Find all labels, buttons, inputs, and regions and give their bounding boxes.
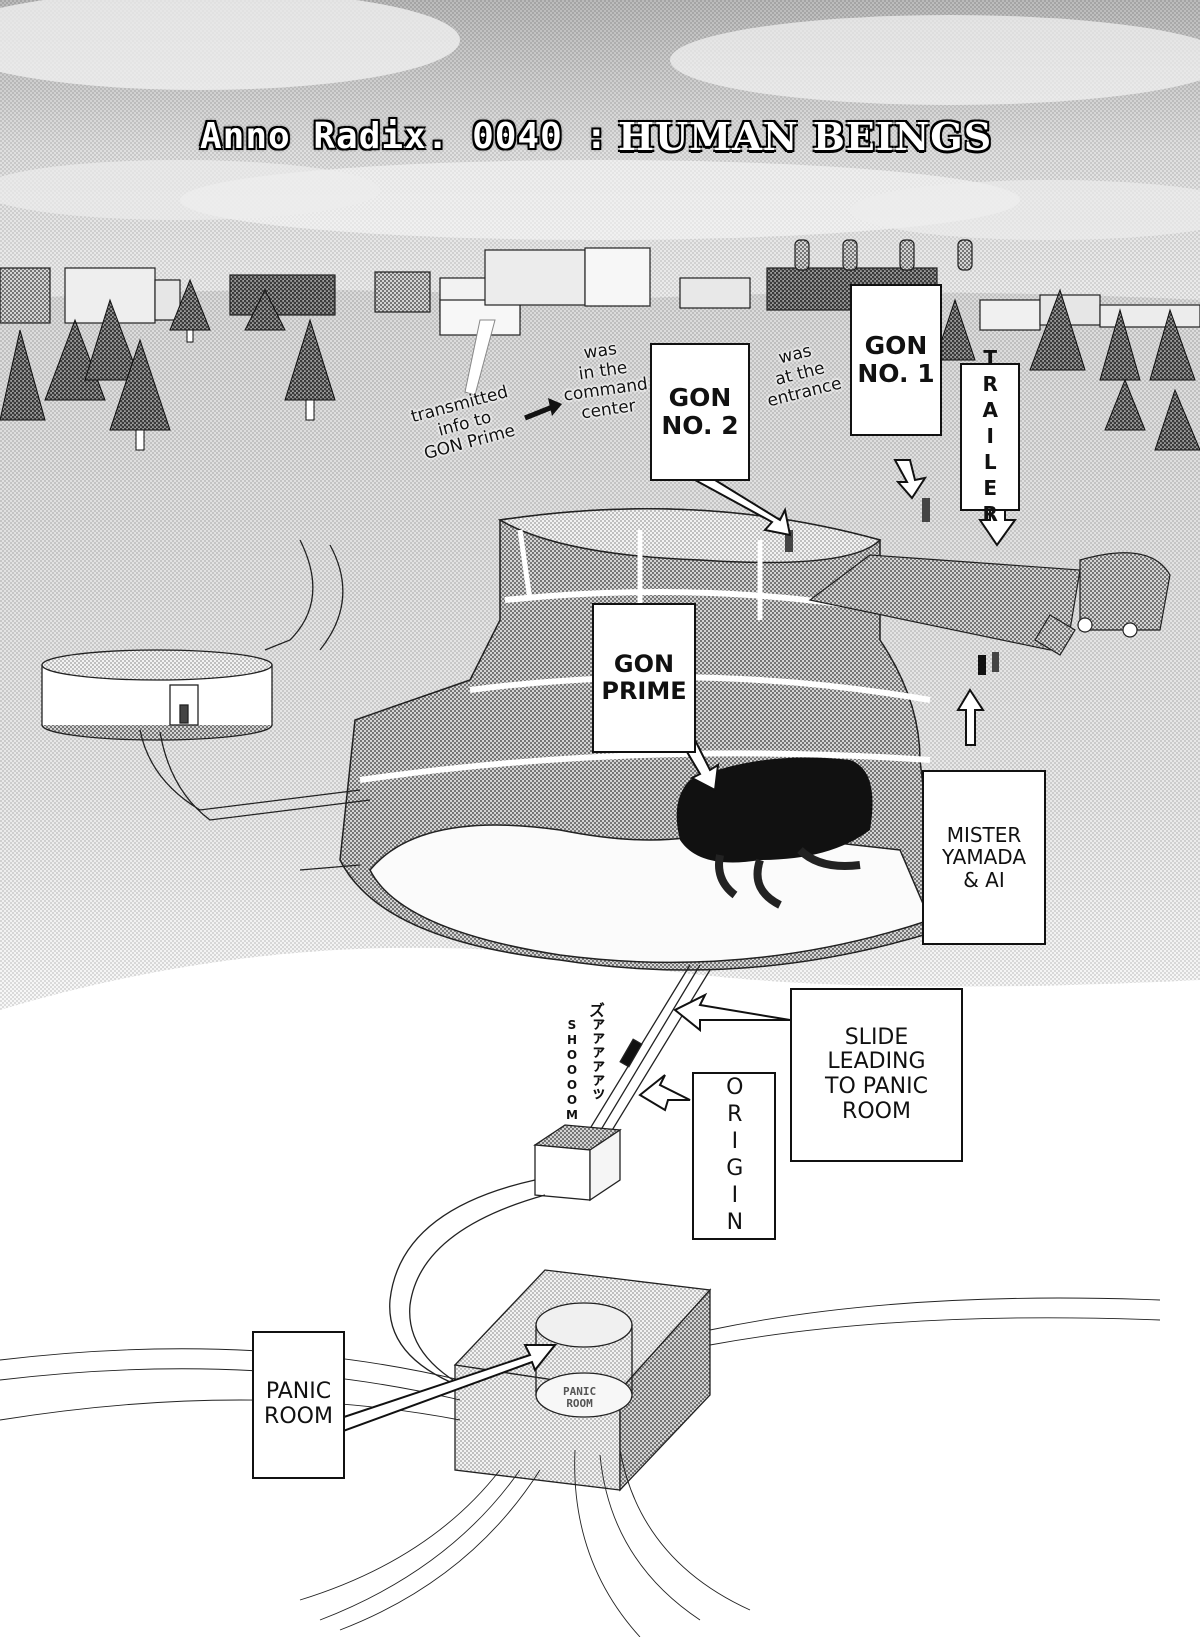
label-gon-no2-text: GON NO. 2	[661, 383, 739, 440]
label-panic-room: PANIC ROOM	[252, 1331, 345, 1479]
city-skyline	[0, 239, 1200, 336]
connector-tube	[299, 864, 361, 871]
label-slide-text: SLIDE LEADING TO PANIC ROOM	[825, 1024, 928, 1124]
slide-tube	[579, 964, 711, 1151]
label-trailer-text: TRAILER	[978, 346, 1003, 528]
sfx-japanese: ズァァァァァッ	[586, 1002, 605, 1100]
command-center-room	[41, 539, 371, 821]
trees	[0, 278, 1200, 451]
label-gon-prime: GON PRIME	[592, 603, 696, 753]
label-trailer: TRAILER	[960, 346, 1020, 528]
figures	[785, 498, 999, 675]
label-panic-room-text: PANIC ROOM	[264, 1379, 333, 1429]
label-gon-prime-text: GON PRIME	[601, 650, 687, 705]
label-slide: SLIDE LEADING TO PANIC ROOM	[790, 988, 963, 1162]
label-gon-no2: GON NO. 2	[650, 343, 750, 481]
sfx-shoooom: SHOOOOM	[565, 1018, 579, 1123]
chapter-name: HUMAN BEINGS	[618, 113, 993, 159]
label-origin: ORIGIN	[692, 1072, 776, 1240]
transmission-beam	[464, 319, 496, 396]
label-mister-yamada: MISTER YAMADA & AI	[922, 770, 1046, 945]
label-origin-text: ORIGIN	[722, 1075, 748, 1237]
label-gon-no1-text: GON NO. 1	[857, 331, 935, 388]
trailer	[808, 552, 1171, 656]
annotation-arrow	[524, 403, 556, 421]
label-mister-yamada-text: MISTER YAMADA & AI	[941, 822, 1026, 892]
origin-room	[389, 1124, 622, 1396]
panic-room-block	[0, 1269, 1161, 1637]
panic-room-sign: PANIC ROOM	[563, 1385, 597, 1410]
chapter-title: Anno Radix. 0040 : HUMAN BEINGS	[200, 108, 1050, 164]
label-gon-no1: GON NO. 1	[850, 284, 942, 436]
sky	[0, 0, 1200, 300]
chapter-number: Anno Radix. 0040 :	[200, 115, 609, 157]
annotation-arrowhead	[548, 398, 562, 416]
gon-prime-creature	[676, 757, 873, 909]
annotation-command-center: was in the command center	[562, 339, 650, 424]
